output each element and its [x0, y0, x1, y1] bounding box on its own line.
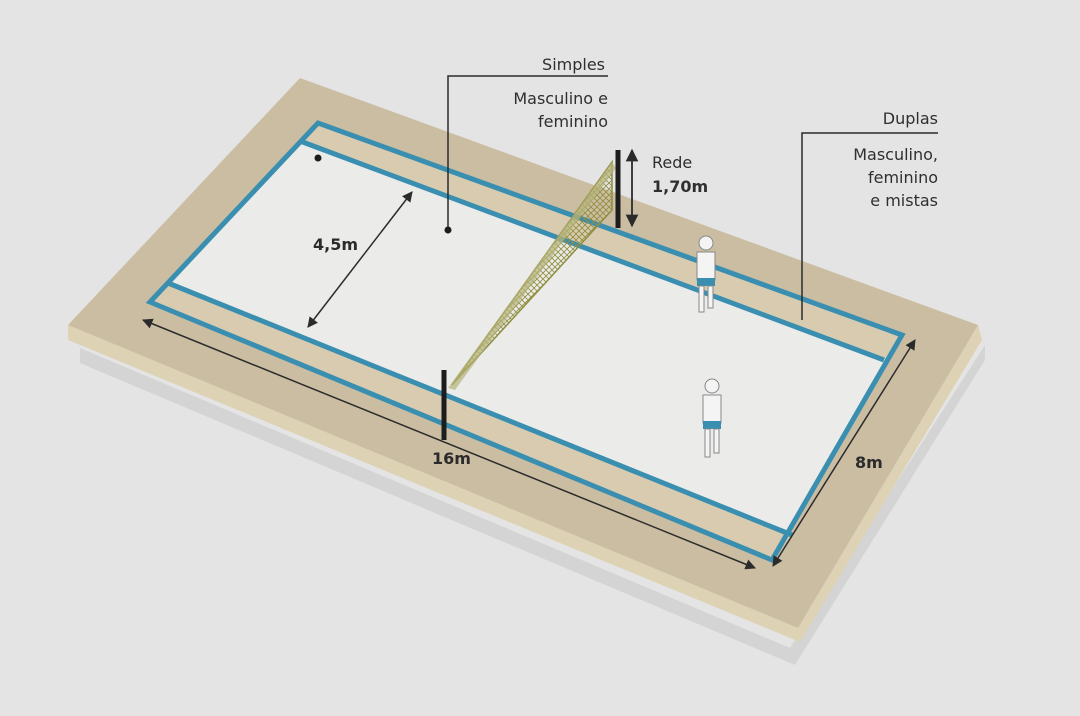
duplas-leader: [801, 132, 938, 320]
half-court-label: 4,5m: [313, 235, 358, 254]
half-court-dimension-arrow: [307, 191, 413, 328]
width-dimension-arrow: [772, 339, 916, 567]
length-dimension-arrow: [142, 318, 756, 570]
alley-far: [300, 123, 902, 360]
length-label: 16m: [432, 449, 471, 468]
corner-dot: [314, 154, 322, 162]
width-label: 8m: [855, 453, 883, 472]
simples-title: Simples: [542, 55, 605, 74]
simples-line-1: Masculino e: [513, 89, 608, 108]
singles-sideline-far: [299, 138, 885, 363]
simples-pointer-dot: [444, 226, 452, 234]
simples-line-2: feminino: [538, 112, 608, 131]
simples-leader: [447, 75, 608, 230]
rede-title: Rede: [652, 153, 692, 172]
duplas-line-2: feminino: [868, 168, 938, 187]
player-far: [696, 235, 716, 313]
duplas-line-1: Masculino,: [853, 145, 938, 164]
duplas-title: Duplas: [883, 109, 938, 128]
rede-height: 1,70m: [652, 177, 708, 196]
duplas-line-3: e mistas: [870, 191, 938, 210]
